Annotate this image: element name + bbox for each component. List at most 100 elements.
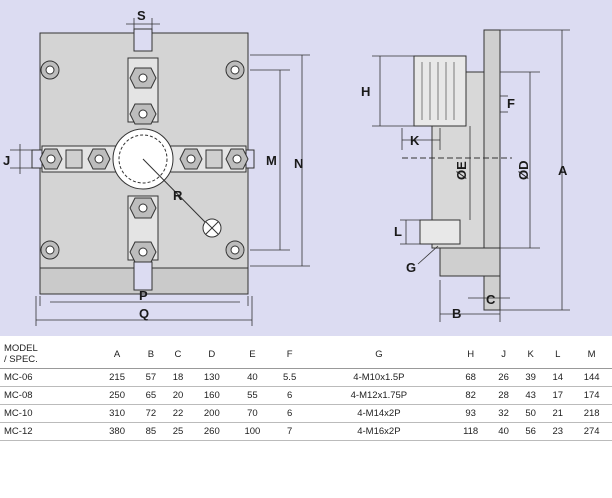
dim-P: P: [139, 288, 148, 303]
spec-table: MODEL / SPEC. A B C D E F G H J K L M MC…: [0, 340, 612, 441]
jaw-bolt-hexes: [39, 67, 249, 263]
value-cell-F: 6: [272, 386, 307, 405]
model-cell: MC-06: [0, 368, 97, 387]
side-bottom-jaw: [419, 219, 461, 245]
value-cell-E: 55: [232, 386, 273, 405]
value-cell-C: 18: [164, 368, 192, 387]
value-cell-A: 250: [96, 386, 138, 405]
value-cell-G: 4-M16x2P: [306, 422, 452, 441]
technical-drawing: S J M N R P Q H K F ØE ØD A L G B C: [0, 0, 612, 336]
value-cell-C: 22: [164, 404, 192, 423]
value-cell-A: 215: [96, 368, 138, 387]
value-cell-C: 25: [164, 422, 192, 441]
model-cell: MC-08: [0, 386, 97, 405]
model-header-line1: MODEL: [4, 343, 38, 354]
dim-G: G: [406, 260, 416, 275]
dim-B: B: [452, 306, 461, 321]
side-top-jaw: [413, 55, 467, 127]
value-cell-G: 4-M14x2P: [306, 404, 452, 423]
value-cell-L: 14: [544, 368, 572, 387]
value-cell-M: 218: [571, 404, 612, 423]
value-cell-C: 20: [164, 386, 192, 405]
value-cell-B: 57: [137, 368, 165, 387]
value-cell-B: 72: [137, 404, 165, 423]
value-cell-E: 40: [232, 368, 273, 387]
dim-E: ØE: [454, 161, 469, 180]
dim-D: ØD: [516, 161, 531, 181]
col-header-M: M: [571, 340, 612, 369]
col-header-J: J: [490, 340, 518, 369]
value-cell-A: 310: [96, 404, 138, 423]
dim-N: N: [294, 156, 303, 171]
value-cell-F: 5.5: [272, 368, 307, 387]
value-cell-E: 100: [232, 422, 273, 441]
dim-S: S: [137, 8, 146, 23]
value-cell-D: 160: [191, 386, 233, 405]
col-header-F: F: [272, 340, 307, 369]
corner-bolt-holes: [40, 60, 245, 260]
dim-L: L: [394, 224, 402, 239]
value-cell-A: 380: [96, 422, 138, 441]
spec-table-header: MODEL / SPEC. A B C D E F G H J K L M: [0, 340, 612, 369]
front-dimensions: [10, 18, 310, 326]
center-bore-inner: [118, 134, 168, 184]
model-header-line2: / SPEC.: [4, 354, 38, 365]
side-view: [402, 29, 512, 311]
col-header-D: D: [191, 340, 233, 369]
value-cell-K: 56: [517, 422, 545, 441]
top-slot: [133, 28, 153, 52]
bottom-slot: [133, 261, 153, 291]
value-cell-D: 130: [191, 368, 233, 387]
model-cell: MC-12: [0, 422, 97, 441]
col-header-A: A: [96, 340, 138, 369]
value-cell-D: 200: [191, 404, 233, 423]
value-cell-K: 39: [517, 368, 545, 387]
value-cell-E: 70: [232, 404, 273, 423]
value-cell-M: 174: [571, 386, 612, 405]
value-cell-M: 274: [571, 422, 612, 441]
value-cell-L: 17: [544, 386, 572, 405]
col-header-B: B: [137, 340, 165, 369]
chuck-drawing-svg: S J M N R P Q H K F ØE ØD A L G B C: [3, 8, 570, 326]
col-header-G: G: [306, 340, 452, 369]
model-spec-header: MODEL / SPEC.: [0, 340, 97, 369]
value-cell-G: 4-M12x1.75P: [306, 386, 452, 405]
dim-C: C: [486, 292, 496, 307]
side-base-block: [439, 247, 501, 277]
value-cell-H: 82: [451, 386, 491, 405]
value-cell-B: 85: [137, 422, 165, 441]
value-cell-H: 93: [451, 404, 491, 423]
value-cell-F: 6: [272, 404, 307, 423]
value-cell-L: 23: [544, 422, 572, 441]
model-cell: MC-10: [0, 404, 97, 423]
value-cell-K: 43: [517, 386, 545, 405]
jaw-right-body: [205, 149, 223, 169]
dim-R: R: [173, 188, 183, 203]
value-cell-B: 65: [137, 386, 165, 405]
dim-H: H: [361, 84, 370, 99]
jaw-left-body: [65, 149, 83, 169]
dim-Q: Q: [139, 306, 149, 321]
dim-K: K: [410, 133, 420, 148]
col-header-L: L: [544, 340, 572, 369]
dimension-letters: S J M N R P Q H K F ØE ØD A L G B C: [3, 8, 568, 321]
value-cell-H: 118: [451, 422, 491, 441]
radius-line: [142, 158, 206, 223]
col-header-H: H: [451, 340, 491, 369]
front-view: [31, 28, 255, 295]
value-cell-L: 21: [544, 404, 572, 423]
col-header-K: K: [517, 340, 545, 369]
value-cell-J: 40: [490, 422, 518, 441]
dim-F: F: [507, 96, 515, 111]
value-cell-J: 32: [490, 404, 518, 423]
col-header-C: C: [164, 340, 192, 369]
value-cell-H: 68: [451, 368, 491, 387]
col-header-E: E: [232, 340, 273, 369]
dim-A: A: [558, 163, 568, 178]
value-cell-D: 260: [191, 422, 233, 441]
